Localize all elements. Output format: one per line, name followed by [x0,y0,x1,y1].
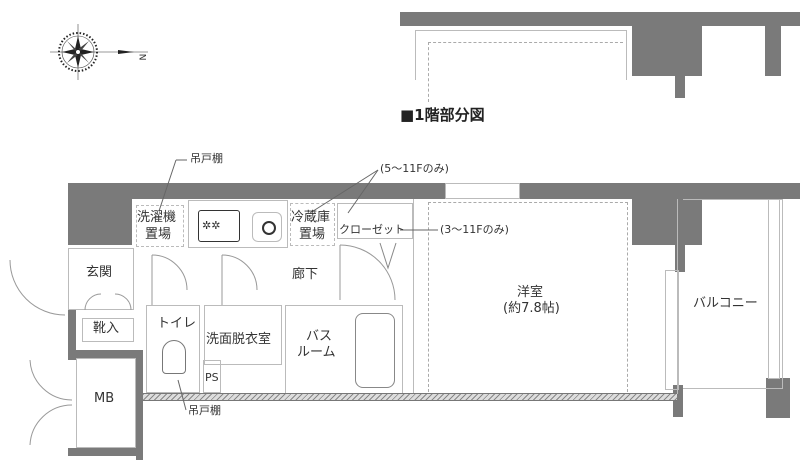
toilet-icon [162,340,186,374]
stove-icon [198,210,240,242]
floor-plan-title: ■1階部分図 [400,106,485,124]
upper-dashed-area [428,42,623,102]
balcony-rail [768,199,780,379]
western-room-inner [413,199,678,394]
upper-inner-line [415,30,627,80]
balcony-wall-left [673,385,683,417]
kitchen-counter [188,200,288,248]
bathroom-label-2: ルーム [297,345,336,360]
hanging-cabinet-top-label: 吊戸棚 [190,152,223,165]
closet-outline [337,203,413,239]
main-wall-left-block [68,183,132,245]
main-wall-top [68,183,800,199]
sink-icon [252,212,282,242]
meter-box-label: MB [94,391,115,406]
ps-outline [203,360,221,393]
mb-wall-bottom [68,448,143,456]
western-room-dashed [428,202,628,392]
balcony-outline [683,199,783,389]
washer-space-label-2: 置場 [145,227,172,242]
bathroom-label-1: バス [306,329,333,344]
entrance-outline [68,248,134,310]
bathtub [355,313,395,388]
washroom-outline [204,305,282,365]
mb-wall-right [136,350,143,460]
upper-wall-column [632,24,702,76]
shoe-storage-outline [82,318,134,342]
window-top[interactable] [445,183,520,199]
pipe-space-label: PS [205,371,219,384]
entrance-label: 玄関 [86,265,113,280]
upper-wall-top [400,12,800,26]
mb-wall-top [68,350,143,358]
toilet-label: トイレ [157,316,197,331]
washer-space-outline [136,205,184,247]
shoe-storage-label: 靴入 [93,321,120,336]
compass-rose-icon [50,24,148,80]
main-wall-column [632,183,702,245]
western-room-label-2: (約7.8帖) [503,301,560,316]
balcony-label: バルコニー [693,296,758,311]
main-wall-column-stub [675,240,685,272]
washroom-label: 洗面脱衣室 [206,332,272,347]
balcony-window[interactable] [665,270,679,390]
mb-wall-left [68,310,76,360]
upper-wall-right [765,24,781,76]
fridge-space-outline [290,203,335,246]
corridor-label: 廊下 [292,267,319,282]
balcony-wall-right [766,378,790,418]
closet-label: クローゼット [339,223,405,236]
fridge-space-label-2: 置場 [299,227,326,242]
floors-3-11-label: (3～11Fのみ) [440,223,509,236]
hanging-cabinet-bottom-label: 吊戸棚 [188,404,221,417]
western-room-label-1: 洋室 [517,285,544,300]
floors-5-11-label: (5～11Fのみ) [380,162,449,175]
upper-wall-stub [675,70,685,98]
bottom-wall-hatch [143,393,677,401]
sink-drain-icon [262,221,276,235]
stove-burners-icon: ✲✲ [202,219,221,232]
mb-outline [76,358,136,448]
toilet-outline [146,305,200,393]
washer-space-label-1: 洗濯機 [137,210,177,225]
fridge-space-label-1: 冷蔵庫 [291,210,331,225]
